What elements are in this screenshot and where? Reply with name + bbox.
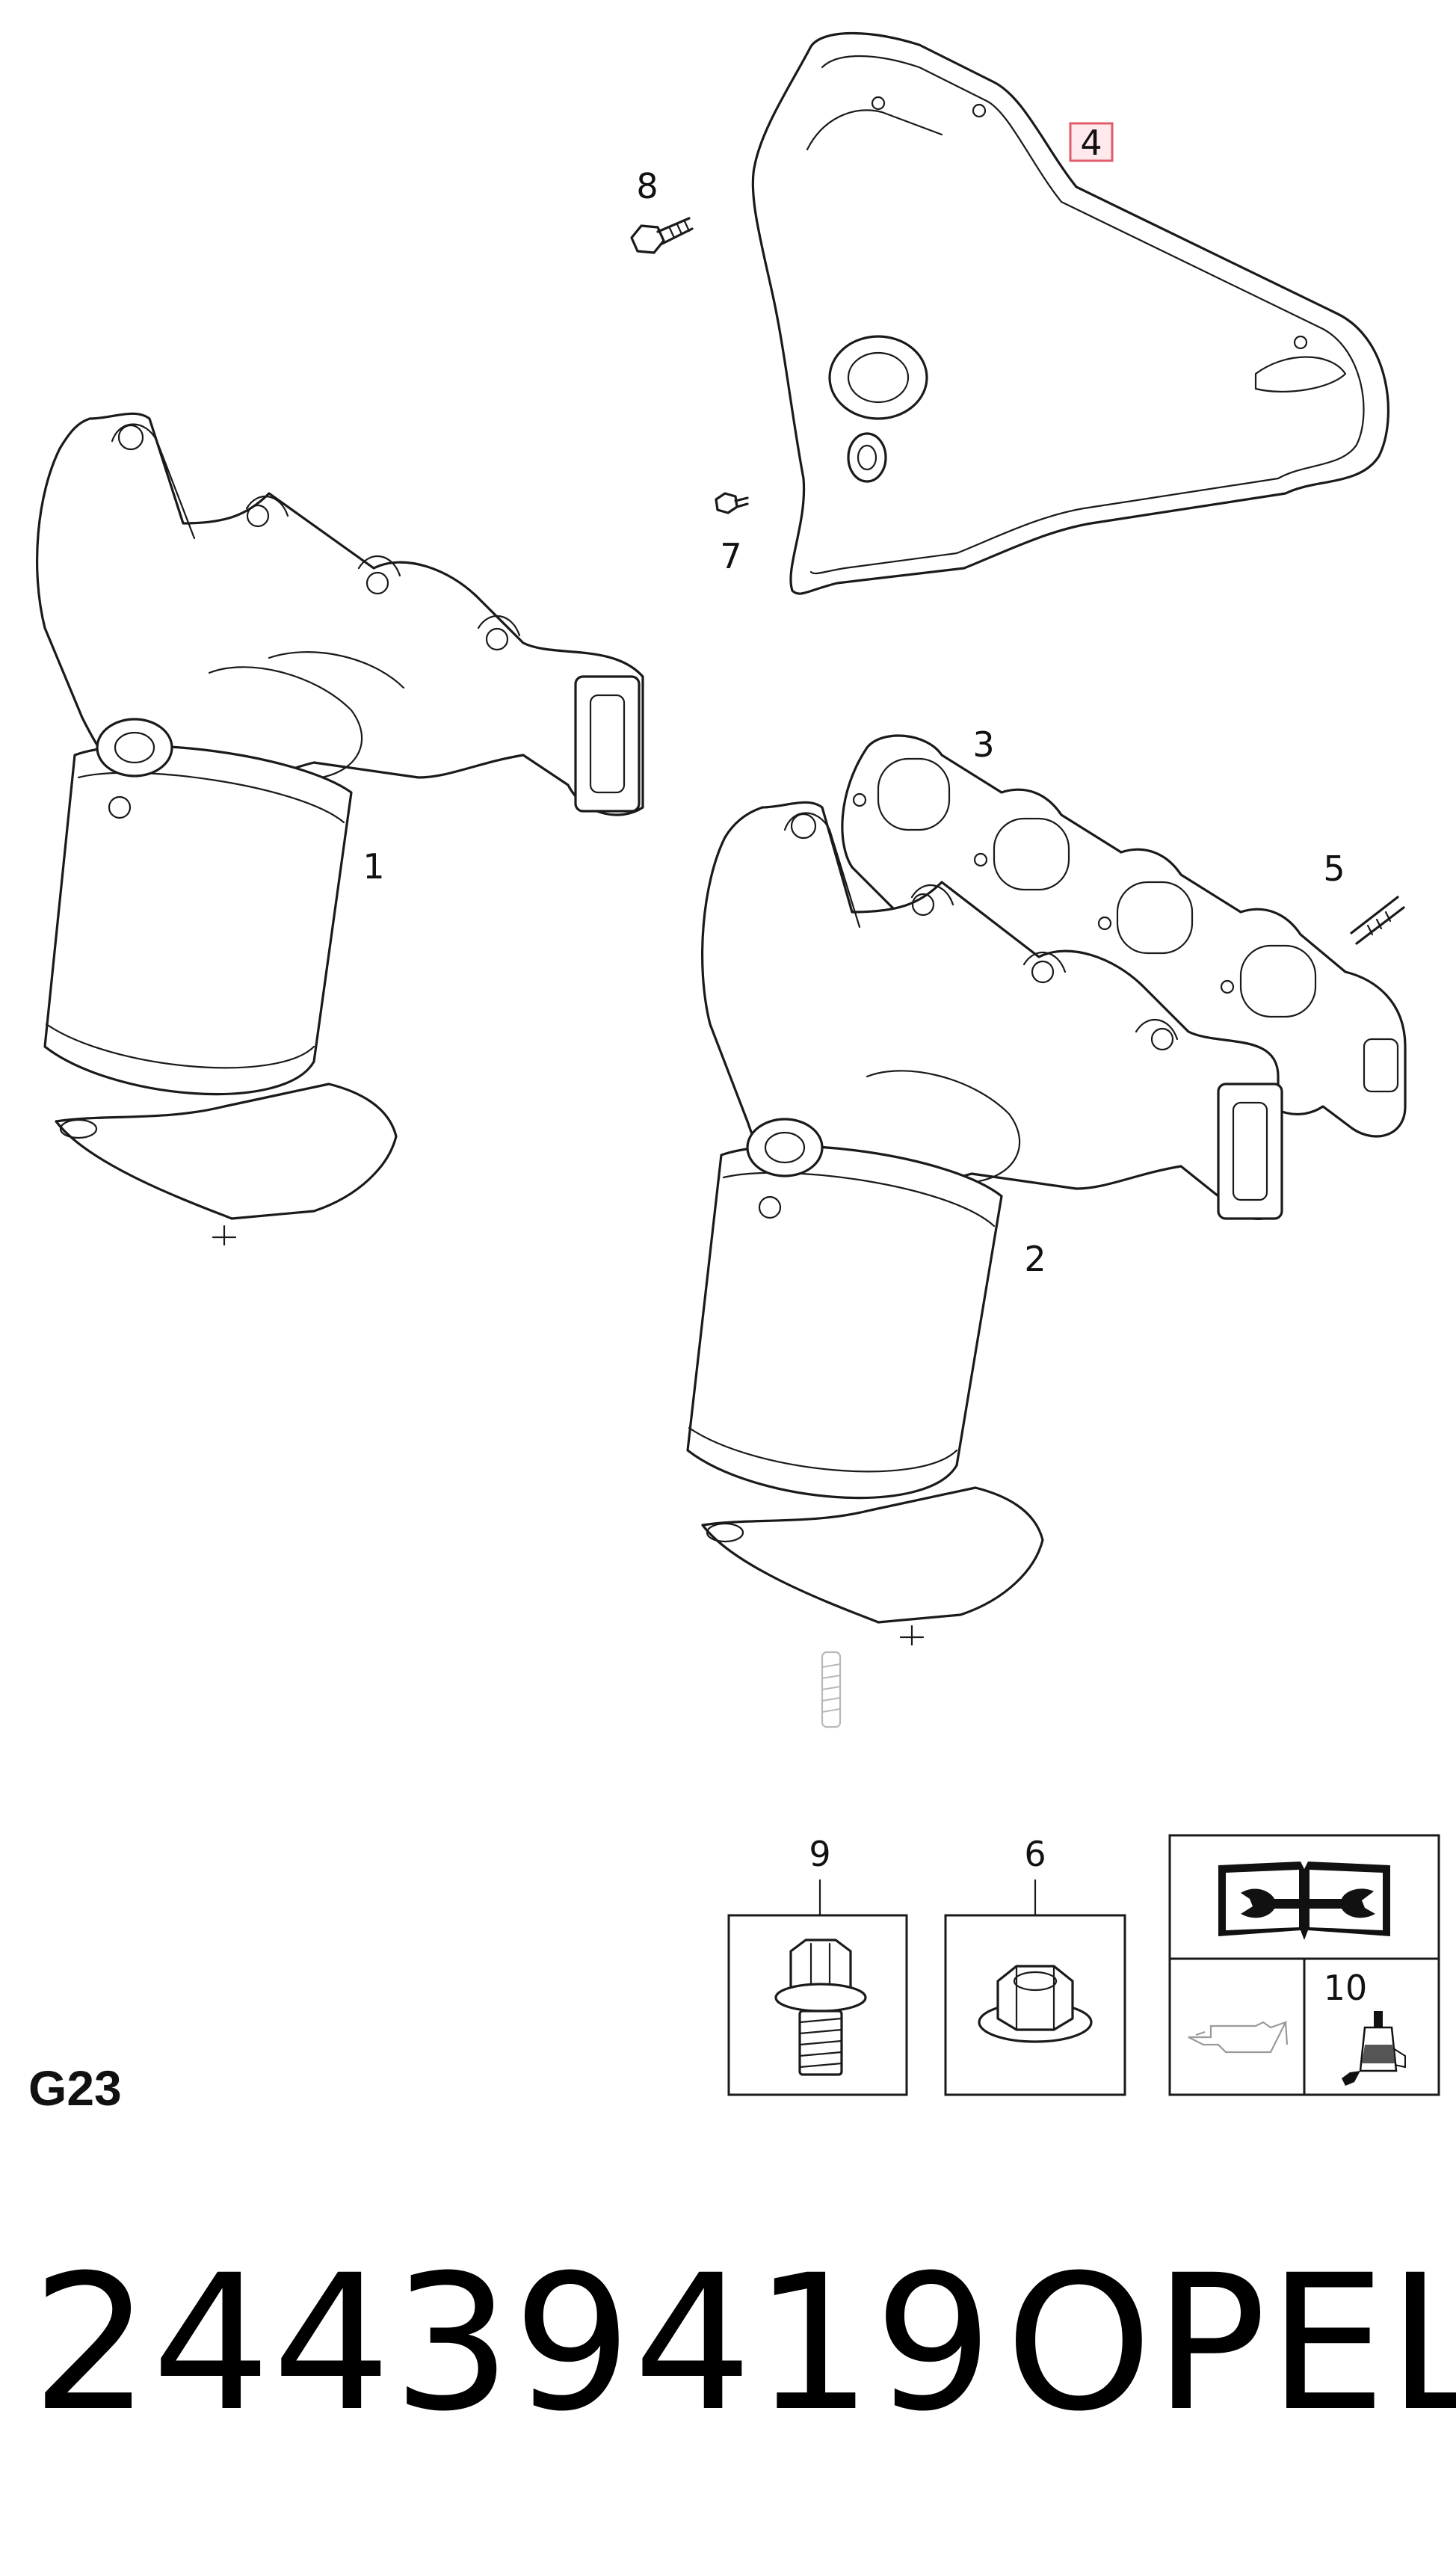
- manifold-catalyst-part-1[interactable]: 1: [36, 412, 644, 1246]
- callout-5: 5: [1323, 849, 1345, 889]
- callout-8: 8: [636, 166, 658, 206]
- manual-wrench-icon: [1218, 1862, 1390, 1940]
- screw-part-7[interactable]: 7: [715, 492, 749, 576]
- callout-10: 10: [1324, 1968, 1368, 2008]
- callout-4: 4: [1080, 123, 1102, 163]
- oil-level-icon: [1188, 2021, 1289, 2054]
- manifold-catalyst-part-2[interactable]: 2: [686, 801, 1283, 1646]
- box-part-6[interactable]: 6: [944, 1834, 1126, 2096]
- highlight-box: [1069, 122, 1114, 162]
- callout-9: 9: [809, 1834, 830, 1874]
- bolt-part-8[interactable]: 8: [630, 166, 694, 254]
- brand-name: OPEL: [1005, 2235, 1456, 2452]
- heat-shield-part-4[interactable]: 4: [751, 31, 1390, 595]
- box-part-9[interactable]: 9: [727, 1834, 908, 2096]
- section-code: G23: [28, 2060, 122, 2116]
- callout-3: 3: [972, 724, 994, 765]
- callout-6: 6: [1024, 1834, 1046, 1874]
- faded-stud: [821, 1651, 842, 1728]
- part-number: 24439419: [31, 2235, 995, 2452]
- callout-7: 7: [720, 536, 741, 576]
- callout-2: 2: [1024, 1239, 1046, 1279]
- callout-1: 1: [363, 846, 384, 887]
- stud-part-5[interactable]: 5: [1323, 849, 1405, 945]
- sealant-tube-icon: [1342, 2011, 1406, 2086]
- service-info-box: 10: [1168, 1834, 1440, 2096]
